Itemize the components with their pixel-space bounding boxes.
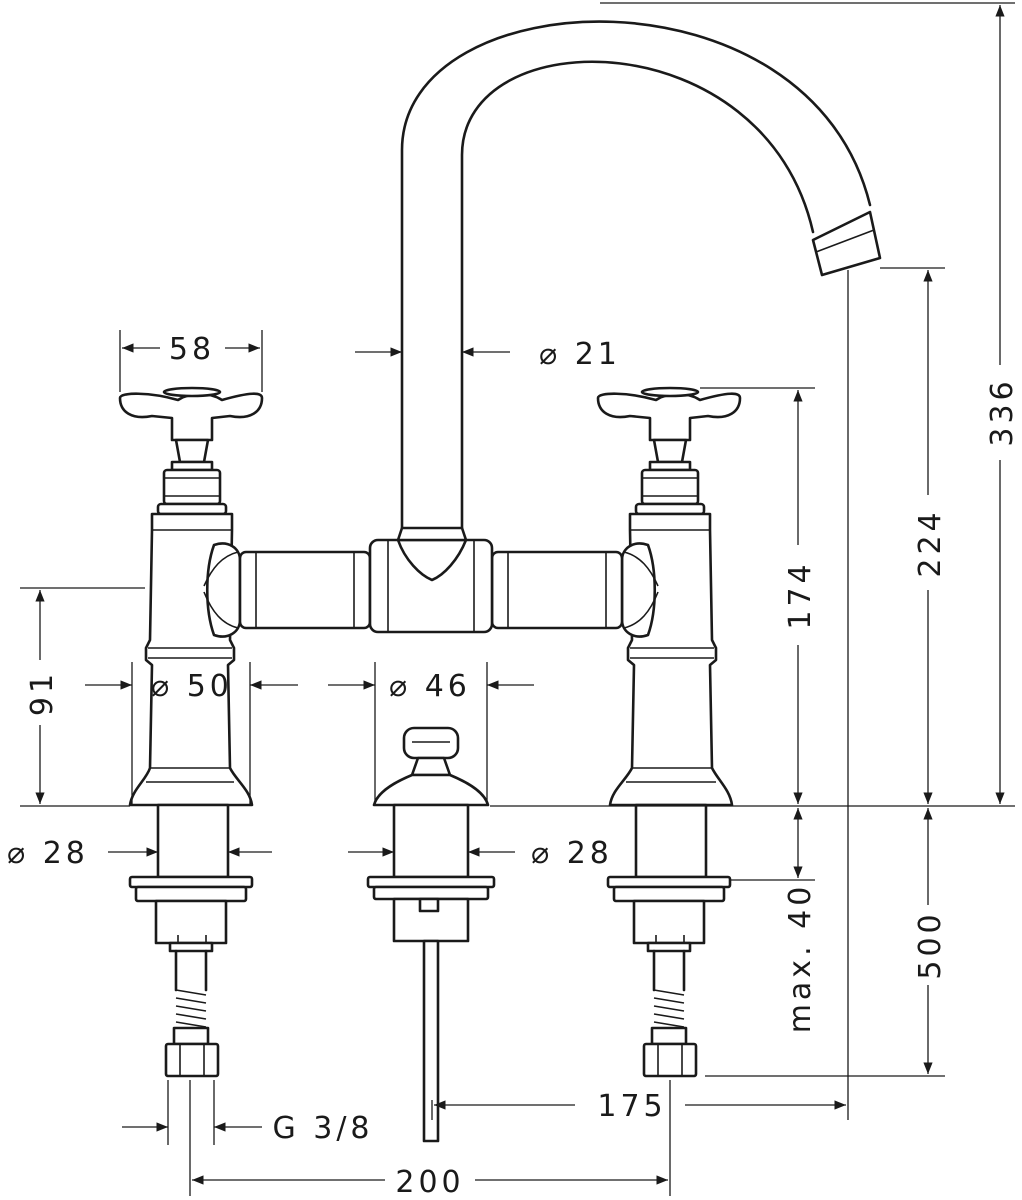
dim-height-174: 174 (783, 560, 818, 629)
waste-shank (366, 803, 496, 1143)
dim-height-91: 91 (25, 670, 60, 716)
dim-waste-diameter: ⌀ 46 (389, 669, 471, 704)
dim-center-spacing: 200 (395, 1165, 464, 1200)
dim-shank-diameter-left: ⌀ 28 (7, 836, 89, 871)
left-shank (128, 803, 254, 1078)
dim-connection-thread: G 3/8 (272, 1111, 373, 1146)
dim-max-thickness: max. 40 (783, 883, 818, 1034)
dim-base-diameter: ⌀ 50 (151, 669, 233, 704)
dim-spout-reach: 175 (597, 1089, 666, 1124)
dimension-lines (35, 5, 1005, 1185)
bridge (238, 526, 624, 634)
dim-height-224: 224 (913, 508, 948, 577)
left-valve (118, 386, 264, 807)
dim-spout-diameter: ⌀ 21 (539, 337, 621, 372)
dim-handle-width: 58 (169, 332, 215, 367)
dim-height-336: 336 (985, 377, 1020, 446)
right-shank (606, 803, 732, 1078)
popup-knob (372, 726, 490, 807)
right-valve (596, 386, 742, 807)
dimension-labels: 58 ⌀ 21 336 224 174 91 ⌀ 50 ⌀ 46 ⌀ 28 ⌀ … (7, 332, 1020, 1200)
dim-hose-length: 500 (913, 910, 948, 979)
dim-shank-diameter-right: ⌀ 28 (531, 836, 613, 871)
spout (400, 20, 882, 530)
